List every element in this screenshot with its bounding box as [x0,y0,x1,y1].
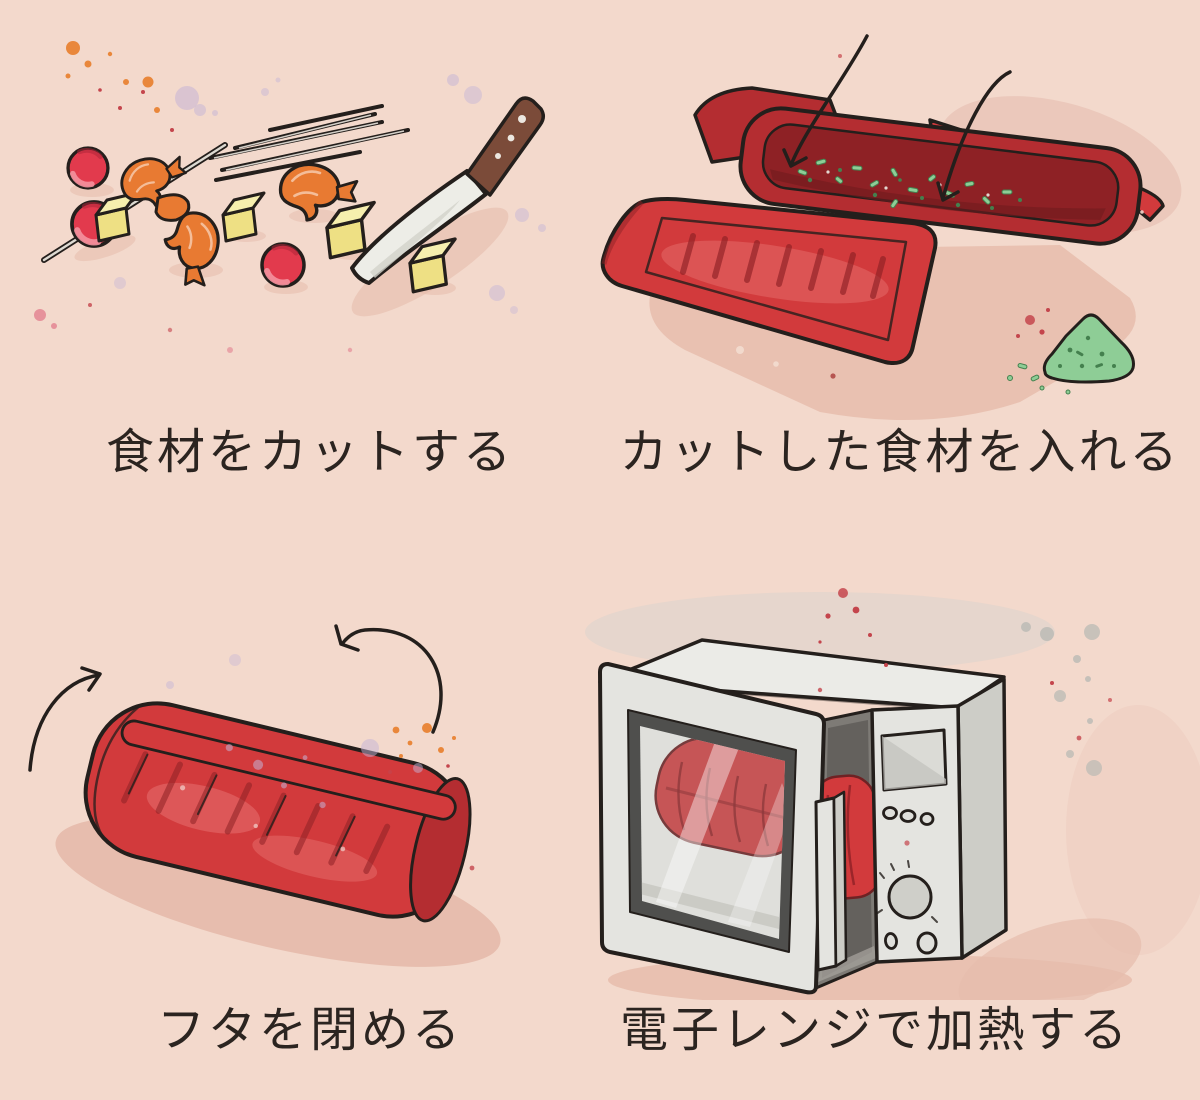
step-3-caption: フタを閉める [156,1004,464,1057]
panel-button [884,932,898,950]
step-1-illustration [34,41,546,353]
herbs-in-tray [797,158,1022,210]
close-arrows [28,624,443,772]
herb-pile [1007,313,1135,395]
step-2-illustration [600,34,1182,420]
microwave-door [598,662,848,995]
paint-splatter [166,654,475,871]
door-handle [814,790,848,972]
microwave-side [956,677,1008,960]
skewer-with-ingredients [41,142,228,263]
step-4-illustration [585,588,1200,1000]
dial-ticks [875,860,938,923]
step-3-illustration [28,624,501,967]
knife-icon [350,96,545,285]
control-panel [870,704,964,964]
microwave-top [598,638,1006,710]
panel-button [916,931,938,955]
skewer-highlights [213,114,405,171]
cherry-tomato [68,148,108,188]
closed-steam-case [83,701,472,923]
case-through-glass [640,728,785,929]
microwave [598,638,1008,995]
cherry-tomato [262,244,304,286]
case-interior-tray [738,106,1143,246]
red-splatter [838,54,1050,338]
dial-knob [887,874,933,920]
step-1-caption: 食材をカットする [105,426,515,479]
case-front-lid [600,196,938,379]
paint-splatter [34,41,546,353]
panel-buttons [882,806,935,826]
step-4-caption: 電子レンジで加熱する [619,1004,1131,1057]
insert-arrows [782,34,1012,202]
paint-splatter [817,588,1112,846]
step-2-caption: カットした食材を入れる [619,426,1181,479]
